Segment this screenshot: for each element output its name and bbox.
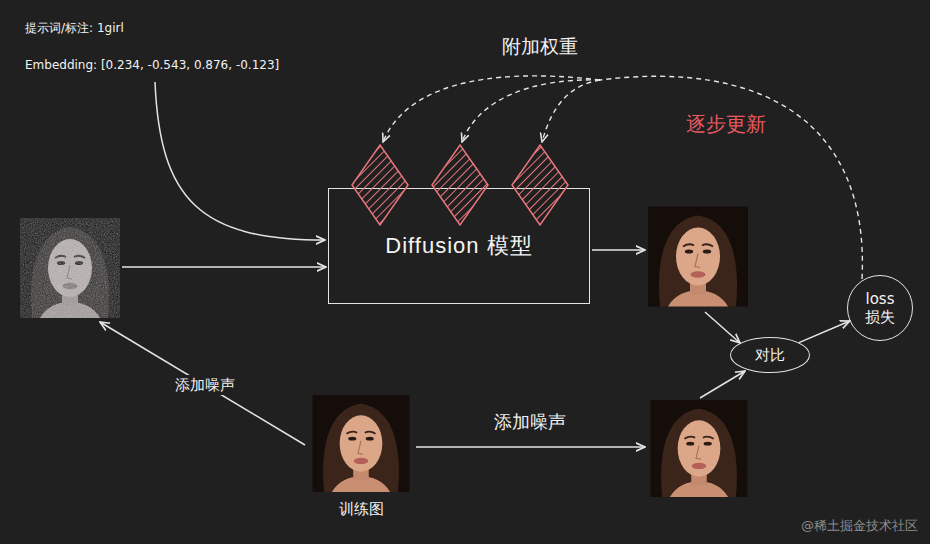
compare-arrow xyxy=(700,371,745,398)
flow-connector xyxy=(799,321,850,343)
prompt-label: 提示词/标注: 1girl xyxy=(25,21,124,35)
compare-arrow xyxy=(705,312,740,343)
update-label: 逐步更新 xyxy=(686,112,766,136)
node-text: loss xyxy=(866,290,895,308)
noisy-image xyxy=(20,218,120,318)
input-arrow xyxy=(122,266,326,268)
dashed-curve xyxy=(383,76,600,142)
loss-circle: loss损失 xyxy=(847,275,913,341)
update-curves xyxy=(383,76,862,279)
noise-label: 添加噪声 xyxy=(171,375,239,395)
training-image-picture xyxy=(313,395,410,492)
weight-diamonds xyxy=(352,145,568,225)
node-text: 损失 xyxy=(865,308,895,326)
noise-label: 添加噪声 xyxy=(494,411,566,433)
compare-ellipse: 对比 xyxy=(730,337,810,373)
training-image: 训练图 xyxy=(312,395,410,492)
process-box: Diffusion 模型 xyxy=(328,188,590,304)
dashed-curve xyxy=(600,76,862,279)
noised-image xyxy=(651,400,748,497)
noise-arrow xyxy=(100,322,305,445)
noise-arrow xyxy=(416,446,645,448)
weight-diamond xyxy=(512,145,568,225)
embedding-arrow xyxy=(155,82,325,240)
dashed-curve xyxy=(542,80,600,142)
node-text: 对比 xyxy=(755,346,785,364)
node-text: 训练图 xyxy=(292,500,430,518)
image-caption-block: 训练图 xyxy=(292,500,430,518)
output-image xyxy=(648,207,748,307)
dashed-curve xyxy=(462,80,600,142)
output-arrow xyxy=(592,249,645,251)
weight-diamond xyxy=(432,145,488,225)
embedding-label: Embedding: [0.234, -0.543, 0.876, -0.123… xyxy=(25,58,279,72)
flow-arrows xyxy=(100,82,745,447)
node-text: Diffusion 模型 xyxy=(385,233,532,259)
weight-label: 附加权重 xyxy=(502,35,578,58)
weight-diamond xyxy=(352,145,408,225)
watermark: @稀土掘金技术社区 xyxy=(801,518,918,534)
